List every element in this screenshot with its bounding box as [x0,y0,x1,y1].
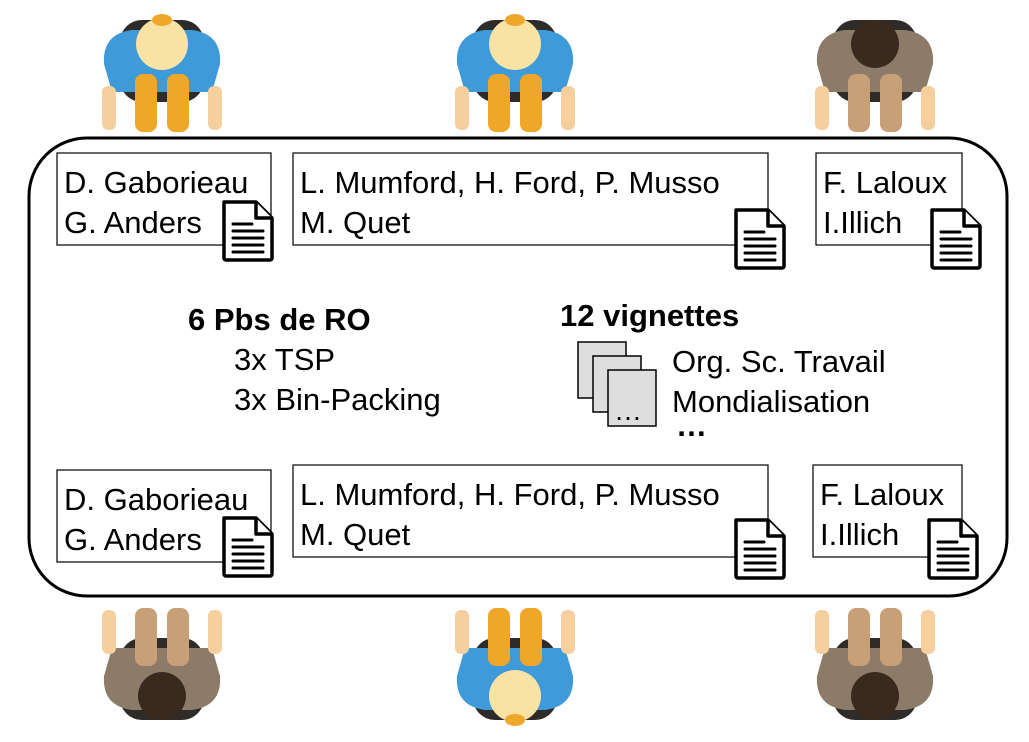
vignettes-more: … [676,408,707,443]
problem-item: 3x Bin-Packing [234,382,441,417]
card-top-left: D. Gaborieau G. Anders [56,152,274,262]
person-top-view-icon [455,608,575,726]
document-icon [930,208,982,270]
person-top-left [102,14,222,132]
vignette-card-icon: … [577,341,657,427]
person-bottom-right [815,608,935,720]
vignette-card-ellipsis: … [614,395,642,426]
card-line-2: G. Anders [64,205,202,240]
vignettes-title: 12 vignettes [560,298,739,333]
person-top-view-icon [102,608,222,720]
card-line-1: L. Mumford, H. Ford, P. Musso [300,477,720,512]
card-line-1: F. Laloux [823,165,948,200]
document-icon [222,516,274,578]
problems-title: 6 Pbs de RO [188,302,371,337]
vignette-item: Org. Sc. Travail [672,344,886,379]
problems-block: 6 Pbs de RO 3x TSP 3x Bin-Packing [188,302,441,417]
problem-item: 3x TSP [234,342,335,377]
document-icon [222,200,274,262]
card-line-1: D. Gaborieau [64,482,248,517]
document-icon [734,208,786,270]
vignette-item: Mondialisation [672,384,870,419]
card-line-1: F. Laloux [820,477,945,512]
card-line-2: M. Quet [300,205,411,240]
document-icon [734,518,786,580]
document-icon [927,518,979,580]
card-line-1: D. Gaborieau [64,165,248,200]
card-bottom-left: D. Gaborieau G. Anders [56,469,274,578]
person-top-view-icon [102,14,222,132]
card-bottom-right: F. Laloux I.Illich [812,464,979,580]
card-line-2: I.Illich [820,517,899,552]
person-top-center [455,14,575,132]
card-line-2: M. Quet [300,517,411,552]
person-top-view-icon [815,20,935,132]
person-top-view-icon [455,14,575,132]
person-bottom-left [102,608,222,720]
card-line-2: I.Illich [823,205,902,240]
card-bottom-center: L. Mumford, H. Ford, P. Musso M. Quet [292,464,786,580]
card-line-1: L. Mumford, H. Ford, P. Musso [300,165,720,200]
person-top-right [815,20,935,132]
vignettes-block: 12 vignettes … Org. Sc. Travail Mondiali… [560,298,886,443]
person-top-view-icon [815,608,935,720]
card-top-center: L. Mumford, H. Ford, P. Musso M. Quet [292,152,786,270]
person-bottom-center [455,608,575,726]
card-line-2: G. Anders [64,522,202,557]
card-top-right: F. Laloux I.Illich [815,152,982,270]
